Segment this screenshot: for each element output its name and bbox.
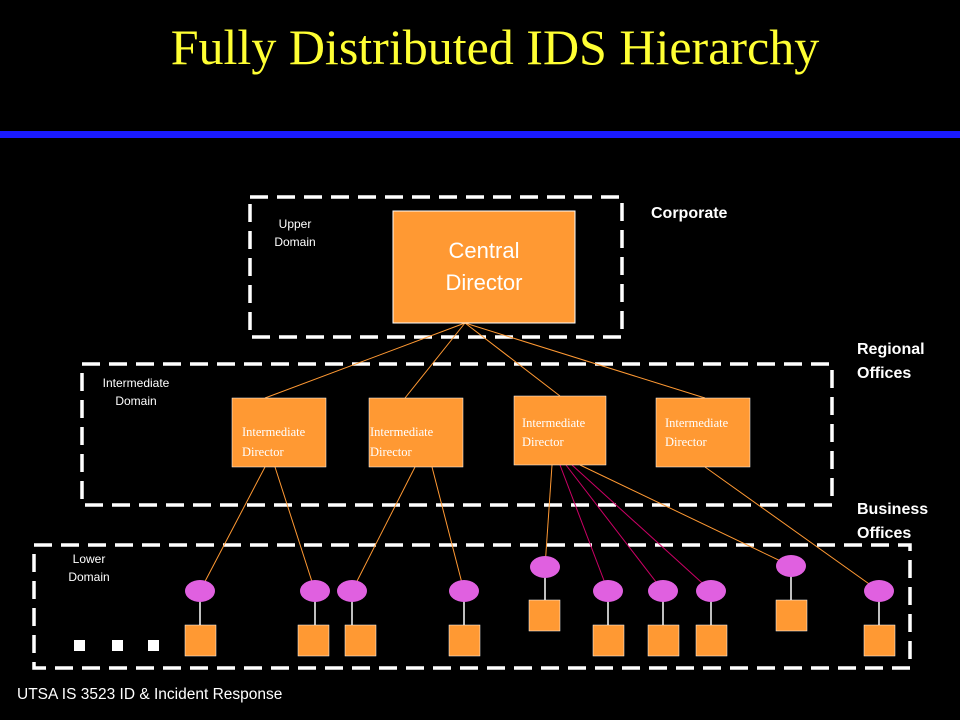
intermediate-domain-label: Intermediate: [103, 376, 170, 390]
central-director-label: Central: [449, 238, 520, 263]
intermediate-director-label: Director: [522, 435, 564, 449]
connector: [571, 464, 712, 592]
connector: [565, 464, 664, 592]
connector: [431, 466, 465, 592]
host-node: [528, 599, 561, 632]
intermediate-director-label: Intermediate: [242, 425, 306, 439]
central-director-label: Director: [445, 270, 522, 295]
sensor-node: [776, 555, 806, 577]
connector: [351, 466, 416, 592]
connector: [464, 322, 706, 399]
intermediate-domain-label: Domain: [115, 394, 156, 408]
footer-text: UTSA IS 3523 ID & Incident Response: [17, 686, 283, 703]
sensor-node: [337, 580, 367, 602]
central-connectors: [264, 322, 706, 399]
business-offices-label: Business: [857, 501, 928, 518]
sensors: [185, 555, 894, 602]
connector: [274, 466, 316, 592]
intermediate-director-label: Director: [242, 445, 284, 459]
sensor-node: [864, 580, 894, 602]
connector: [579, 464, 792, 567]
ellipsis-icon: [74, 640, 159, 651]
intermediate-director-box: [231, 397, 327, 468]
intermediate-director-label: Intermediate: [522, 416, 586, 430]
intermediate-director-label: Intermediate: [665, 416, 729, 430]
intermediate-director-label: Director: [370, 445, 412, 459]
sensor-node: [696, 580, 726, 602]
intermediate-domain-boundary: [80, 362, 834, 507]
intermediate-director-label: Director: [665, 435, 707, 449]
upper-domain-label: Upper: [279, 217, 312, 231]
sensor-node: [593, 580, 623, 602]
page-title: Fully Distributed IDS Hierarchy: [170, 19, 820, 75]
host-node: [863, 624, 896, 657]
host-node: [184, 624, 217, 657]
intermediate-director-box: [655, 397, 751, 468]
sensor-connectors: [199, 464, 880, 592]
lower-domain-label: Domain: [68, 570, 109, 584]
sensor-stems: [199, 576, 880, 625]
upper-domain-boundary: [248, 195, 624, 339]
sensor-node: [185, 580, 215, 602]
sensor-node: [300, 580, 330, 602]
connector: [264, 322, 466, 399]
hosts: [184, 599, 896, 657]
connector: [559, 464, 609, 592]
intermediate-director-box: [368, 397, 464, 468]
host-node: [592, 624, 625, 657]
business-offices-label: Offices: [857, 525, 911, 542]
connector: [544, 464, 553, 568]
regional-offices-label: Regional: [857, 341, 925, 358]
regional-offices-label: Offices: [857, 365, 911, 382]
connector: [199, 466, 266, 592]
upper-domain-label: Domain: [274, 235, 315, 249]
host-node: [448, 624, 481, 657]
host-node: [775, 599, 808, 632]
intermediate-director-label: Intermediate: [370, 425, 434, 439]
connector: [404, 322, 466, 399]
connector: [704, 466, 880, 592]
lower-domain-label: Lower: [73, 552, 106, 566]
central-director-box: [392, 210, 576, 324]
host-node: [344, 624, 377, 657]
host-node: [297, 624, 330, 657]
host-node: [647, 624, 680, 657]
sensor-node: [648, 580, 678, 602]
corporate-label: Corporate: [651, 205, 728, 222]
host-node: [695, 624, 728, 657]
lower-domain-boundary: [32, 543, 912, 670]
sensor-node: [449, 580, 479, 602]
intermediate-director-box: [513, 395, 607, 466]
connector: [464, 322, 561, 397]
sensor-node: [530, 556, 560, 578]
title-divider: [0, 131, 960, 138]
